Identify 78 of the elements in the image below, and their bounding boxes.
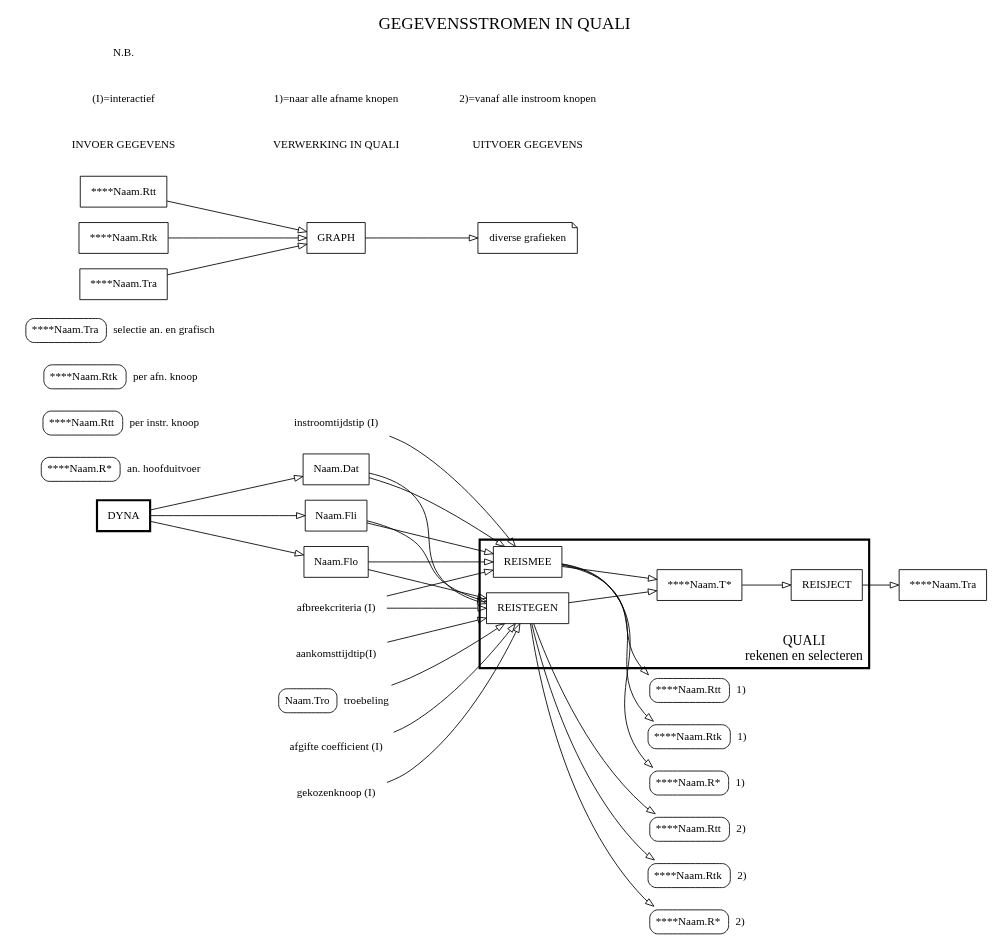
node-box: Naam.Tro	[277, 688, 337, 714]
arrow	[529, 623, 654, 907]
node-label: 2)	[736, 868, 746, 881]
node-box: ****Naam.Rtt	[648, 678, 730, 703]
arrow	[385, 568, 493, 597]
label: N.B.	[112, 45, 134, 58]
arrow	[366, 522, 494, 556]
node-label: per instr. knoop	[129, 415, 199, 428]
node-box: ****Naam.R*	[40, 456, 121, 482]
node-box: ****Naam.Rtt	[79, 175, 167, 208]
arrow	[366, 520, 487, 603]
label: VERWERKING IN QUALI	[272, 138, 399, 151]
node-box: DYNA	[95, 499, 151, 533]
arrow	[392, 623, 516, 733]
label: UITVOER GEGEVENS	[471, 138, 583, 151]
node-box: GRAPH	[306, 222, 366, 254]
node-box: REISJECT	[790, 569, 863, 601]
arrow	[532, 623, 656, 815]
node-label: troebeling	[343, 693, 389, 706]
arrow	[741, 581, 791, 589]
node-text: aankomsttijdtip(I)	[295, 647, 376, 660]
node-label: 1)	[735, 683, 746, 696]
node-box: ****Naam.Rtk	[78, 222, 169, 254]
label: INVOER GEGEVENS	[71, 138, 175, 151]
node-label: 2)	[734, 914, 745, 927]
node-label: selectie an. en grafisch	[112, 323, 215, 336]
arrow	[390, 623, 505, 686]
node-box: ****Naam.Rtk	[647, 863, 731, 888]
node-box: ****Naam.T*	[656, 569, 742, 601]
arrow	[561, 563, 654, 722]
node-box: ****Naam.R*	[648, 770, 729, 796]
node-box: Naam.Dat	[302, 453, 369, 486]
node-box: ****Naam.Tra	[24, 318, 107, 343]
arrow	[530, 623, 655, 861]
arrow	[166, 200, 307, 234]
node-box: Naam.Fli	[304, 499, 367, 532]
arrow	[561, 566, 657, 582]
node-text: instroomtijdstip (I)	[293, 415, 378, 428]
label: (I)=interactief	[91, 92, 155, 105]
arrow	[368, 472, 487, 605]
node-box: ****Naam.Rtk	[647, 724, 731, 750]
node-text: gekozenknoop (I)	[296, 786, 375, 799]
arrow	[167, 234, 307, 242]
node-text: afgifte coefficient (I)	[289, 739, 383, 752]
node-label: 2)	[735, 822, 746, 835]
arrow	[561, 564, 649, 676]
arrow	[149, 474, 303, 511]
arrow	[561, 563, 653, 768]
node-box: ****Naam.Tra	[898, 569, 987, 601]
node-box: ****Naam.Rtt	[648, 816, 730, 842]
arrow	[385, 604, 487, 612]
arrow	[149, 520, 304, 557]
arrow	[166, 242, 307, 276]
node-label: per afn. knoop	[132, 369, 198, 382]
arrow	[367, 569, 487, 600]
node-box: ****Naam.Tra	[78, 268, 168, 301]
node-box: REISMEE	[492, 546, 562, 578]
arrow	[367, 558, 494, 566]
arrow	[567, 588, 657, 604]
arrow	[861, 581, 899, 589]
node-box: ****Naam.Rtk	[42, 364, 127, 390]
node-text: afbreekcriteria (I)	[296, 601, 375, 614]
arrow	[386, 616, 487, 643]
label: 2)=vanaf alle instroom knopen	[458, 92, 596, 105]
node-box: Naam.Flo	[303, 546, 369, 578]
node-box: REISTEGEN	[485, 592, 569, 625]
label: 1)=naar alle afname knopen	[273, 92, 398, 105]
arrow	[386, 623, 520, 783]
node-label: an. hoofduitvoer	[126, 462, 201, 475]
arrow	[149, 512, 305, 520]
node-box: ****Naam.R*	[648, 909, 729, 935]
arrow	[388, 435, 516, 547]
arrow	[364, 234, 478, 242]
node-box: ****Naam.Rtt	[42, 410, 123, 436]
node-label: 1)	[736, 729, 746, 742]
arrow	[368, 477, 505, 547]
node-label: 1)	[734, 775, 745, 788]
diagram-title: GEGEVENSSTROMEN IN QUALI	[377, 13, 631, 33]
